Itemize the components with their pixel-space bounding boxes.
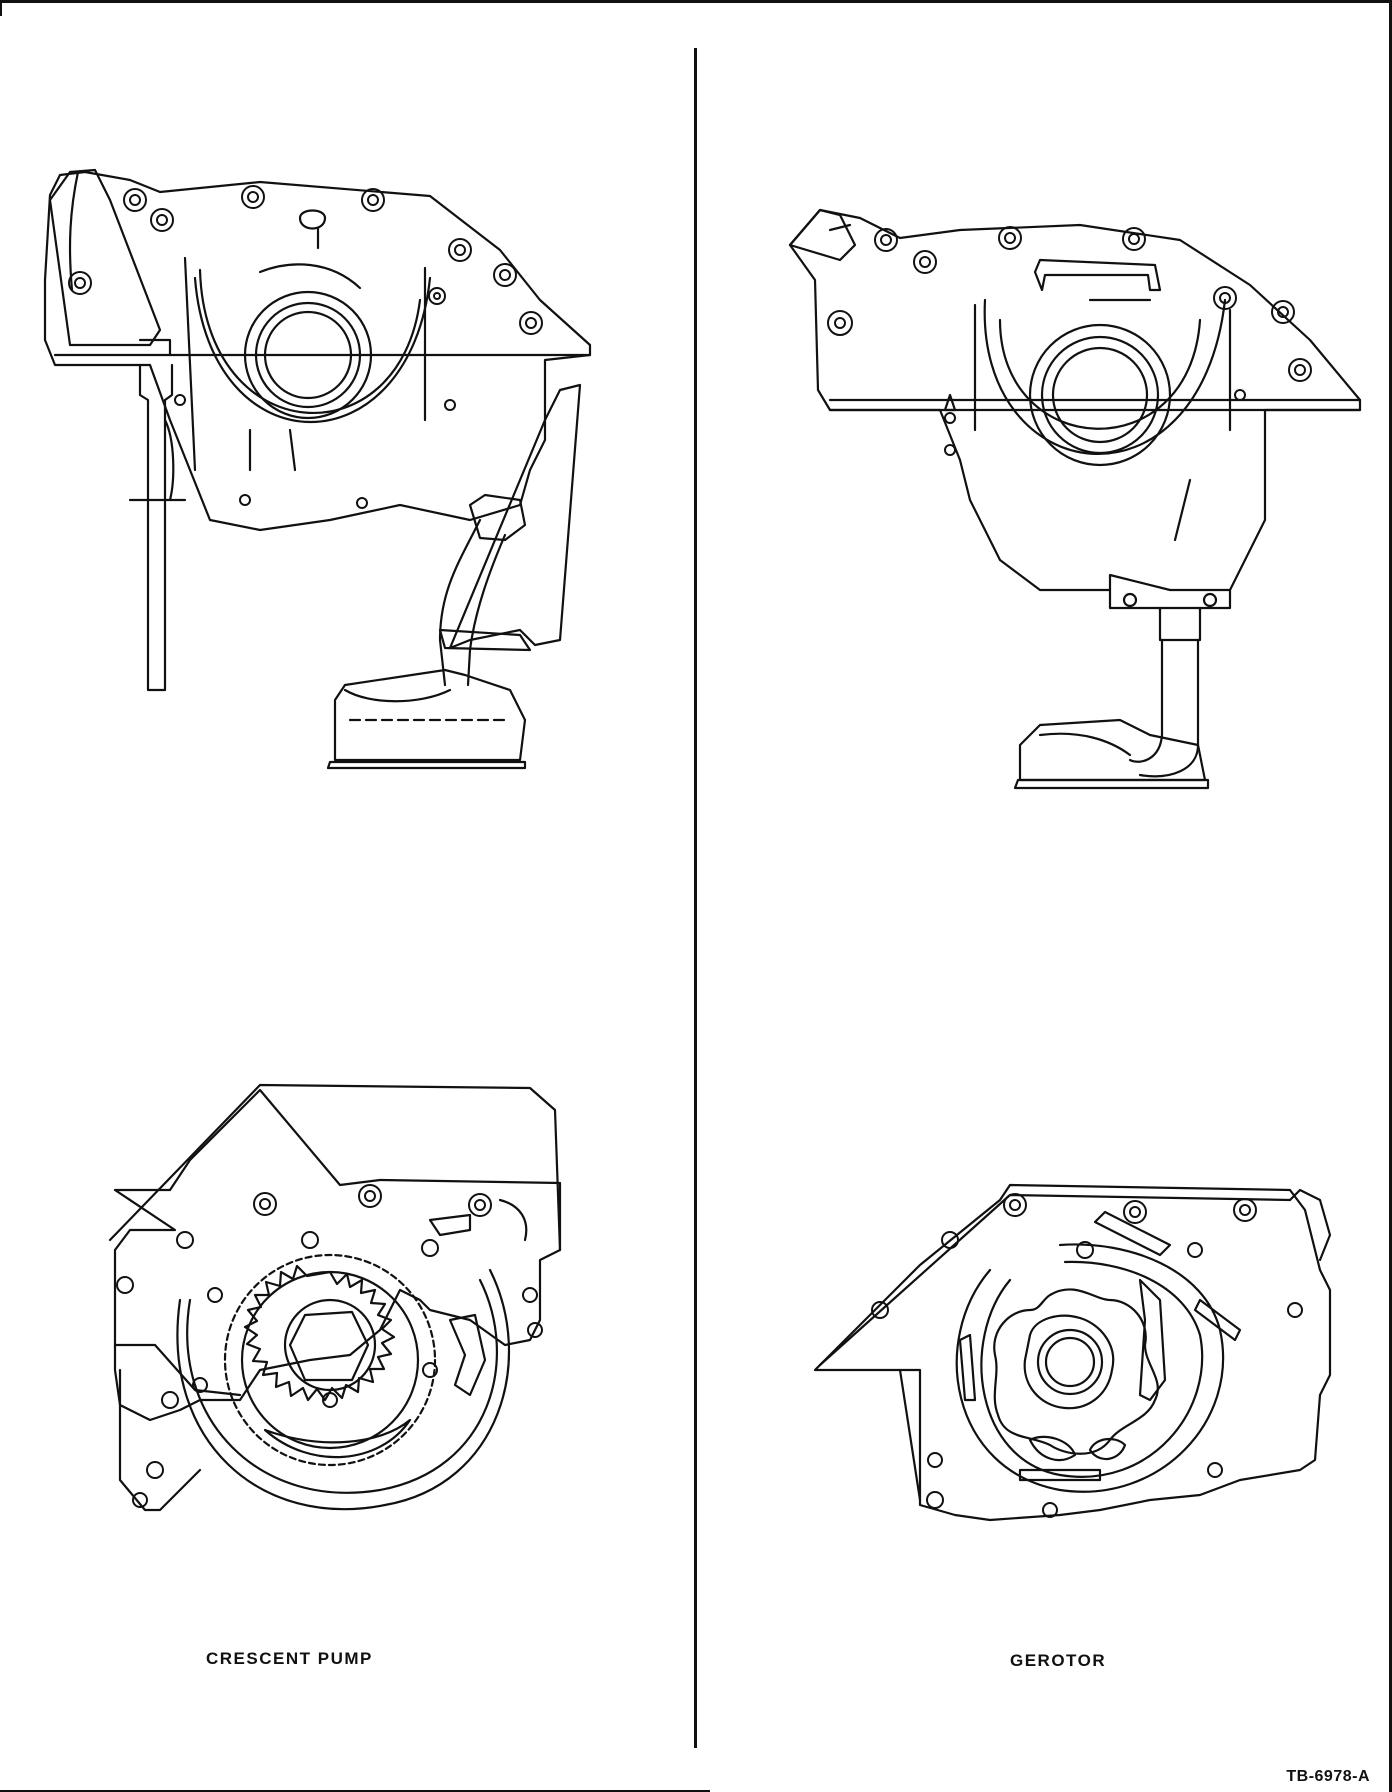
gerotor-face-drawing — [815, 1185, 1330, 1520]
page-border-right — [1389, 0, 1392, 1792]
figure-identifier: TB-6978-A — [1286, 1768, 1370, 1785]
page-border-top — [0, 0, 1392, 3]
column-divider — [694, 48, 697, 1748]
page-border-tick — [0, 0, 2, 16]
page-border-bottom — [0, 1790, 710, 1792]
gerotor-caption: GEROTOR — [1010, 1651, 1107, 1670]
gerotor-pump-assembly-drawing — [790, 210, 1360, 788]
crescent-pump-caption: CRESCENT PUMP — [206, 1649, 373, 1668]
crescent-pump-assembly-drawing — [45, 170, 590, 768]
crescent-pump-face-drawing — [110, 1085, 560, 1510]
